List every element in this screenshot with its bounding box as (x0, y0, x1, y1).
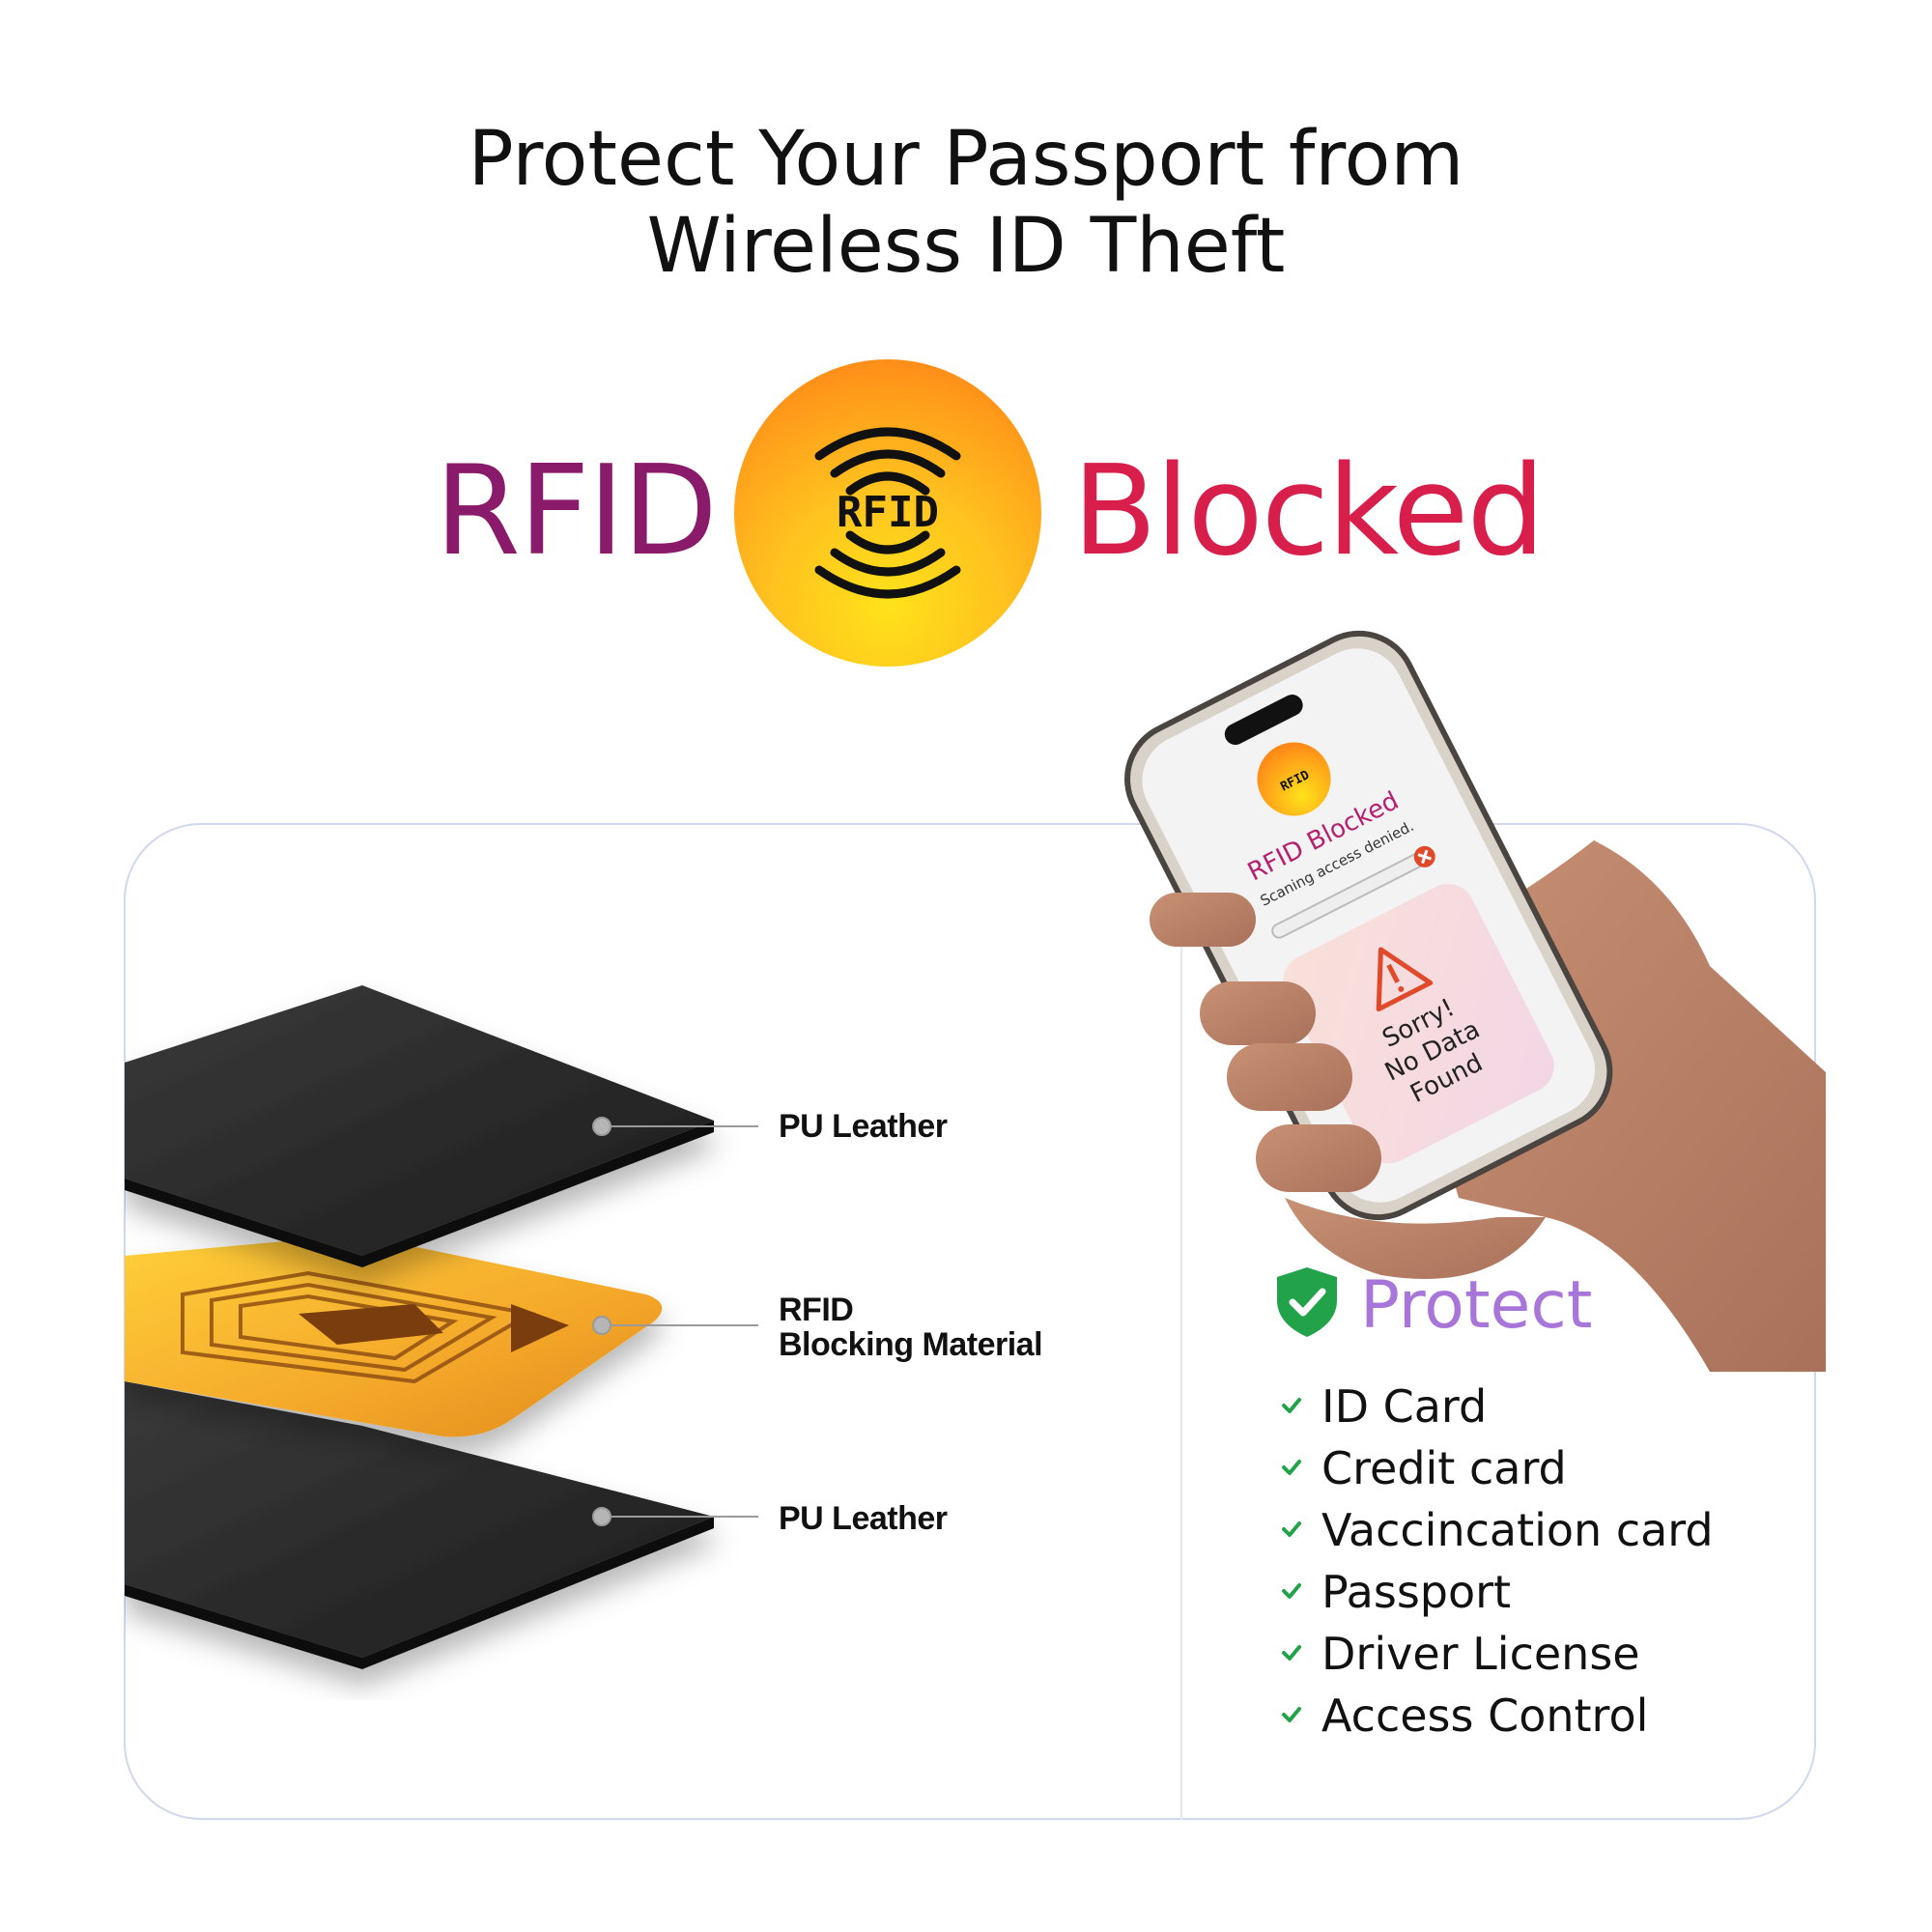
top-leader-dot (592, 1117, 611, 1136)
check-icon (1282, 1398, 1301, 1413)
layer-stack-illustration (125, 985, 758, 1669)
rfid-word: RFID (435, 440, 718, 583)
badge-text: RFID (837, 488, 939, 537)
protect-title: Protect (1360, 1267, 1593, 1344)
list-item-label: Access Control (1321, 1690, 1649, 1742)
list-item-label: Driver License (1321, 1628, 1640, 1680)
rfid-waves-icon: RFID (814, 427, 961, 599)
blocked-word: Blocked (1072, 440, 1546, 583)
check-icon (1282, 1521, 1301, 1537)
bottom-layer-label: PU Leather (779, 1500, 948, 1537)
phone-in-hand-illustration: RFID RFID Blocked Scaning access denied.… (1124, 630, 1826, 1372)
middle-layer-label: RFID Blocking Material (779, 1292, 1043, 1363)
list-item: Driver License (1275, 1623, 1714, 1685)
error-card (1283, 884, 1554, 1164)
bottom-leader-dot (592, 1507, 611, 1526)
list-item: Vaccincation card (1275, 1499, 1714, 1561)
list-item-label: Vaccincation card (1321, 1504, 1714, 1556)
warning-icon (1376, 947, 1434, 1012)
check-icon (1282, 1583, 1301, 1599)
check-icon (1282, 1460, 1301, 1475)
list-item: Passport (1275, 1561, 1714, 1623)
top-layer-label: PU Leather (779, 1108, 948, 1145)
top-leather-layer (125, 985, 714, 1267)
headline: Protect Your Passport from Wireless ID T… (0, 116, 1932, 290)
list-item-label: Passport (1321, 1566, 1512, 1618)
middle-layer-label-line-1: RFID (779, 1292, 854, 1328)
headline-line-2: Wireless ID Theft (646, 203, 1286, 290)
panel-divider (1180, 879, 1182, 1820)
check-icon (1282, 1645, 1301, 1661)
list-item: Access Control (1275, 1685, 1714, 1747)
middle-leader-dot (592, 1316, 611, 1335)
rfid-badge: RFID (734, 359, 1041, 667)
phone: RFID RFID Blocked Scaning access denied.… (1124, 630, 1613, 1221)
list-item-label: ID Card (1321, 1380, 1488, 1433)
bottom-leather-layer (125, 1381, 714, 1669)
blocking-material-layer (125, 1236, 663, 1437)
list-item-label: Credit card (1321, 1442, 1567, 1494)
middle-layer-label-line-2: Blocking Material (779, 1326, 1043, 1363)
phone-rfid-badge (1257, 742, 1331, 816)
fingers (1150, 893, 1546, 1279)
list-item: Credit card (1275, 1437, 1714, 1499)
list-item: ID Card (1275, 1376, 1714, 1437)
check-icon (1282, 1707, 1301, 1722)
protect-list: ID Card Credit card Vaccincation card Pa… (1275, 1376, 1714, 1747)
headline-line-1: Protect Your Passport from (468, 116, 1464, 203)
shield-check-icon (1277, 1267, 1337, 1337)
